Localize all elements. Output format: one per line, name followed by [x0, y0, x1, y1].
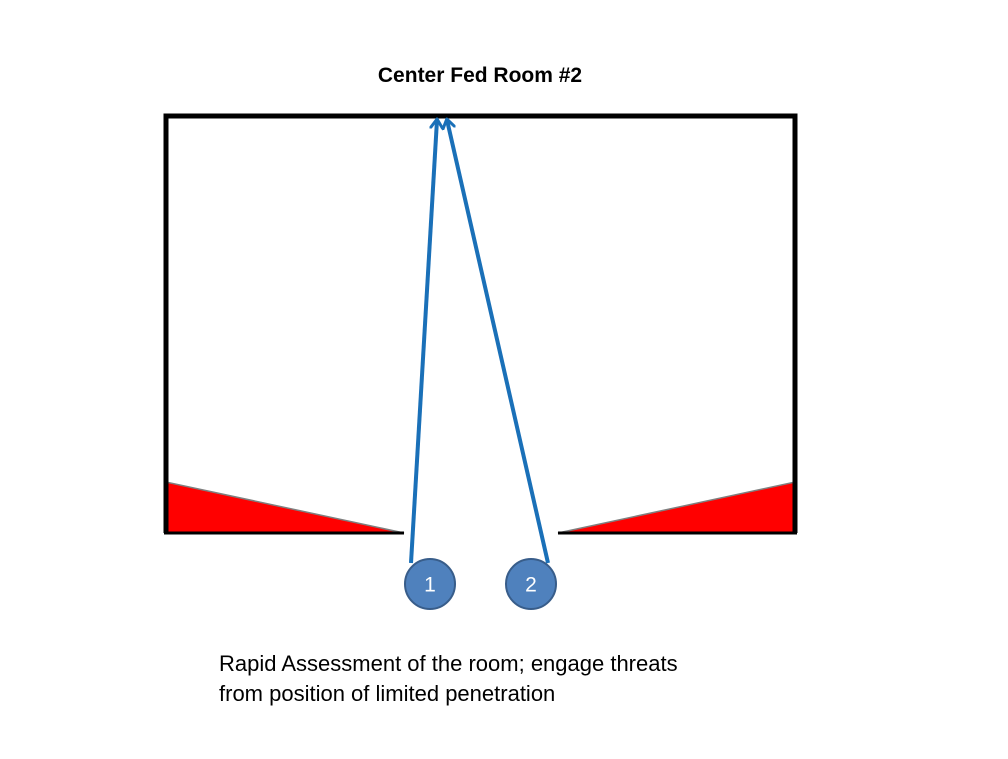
position-marker-1-label: 1	[424, 574, 436, 597]
diagram-title: Center Fed Room #2	[377, 64, 583, 87]
position-marker-2-label: 2	[525, 574, 537, 597]
caption-line-2: from position of limited penetration	[219, 681, 556, 706]
path-1-arrow	[409, 120, 437, 564]
position-marker-1: 1	[404, 558, 456, 610]
caption-line-1: Rapid Assessment of the room; engage thr…	[219, 651, 678, 676]
room-wall-outline	[163, 113, 798, 533]
left-corner-danger-zone	[165, 481, 405, 534]
right-corner-danger-zone	[557, 481, 796, 534]
position-marker-2: 2	[505, 558, 557, 610]
caption: Rapid Assessment of the room; engage thr…	[219, 649, 678, 709]
path-2-arrow	[447, 120, 550, 564]
